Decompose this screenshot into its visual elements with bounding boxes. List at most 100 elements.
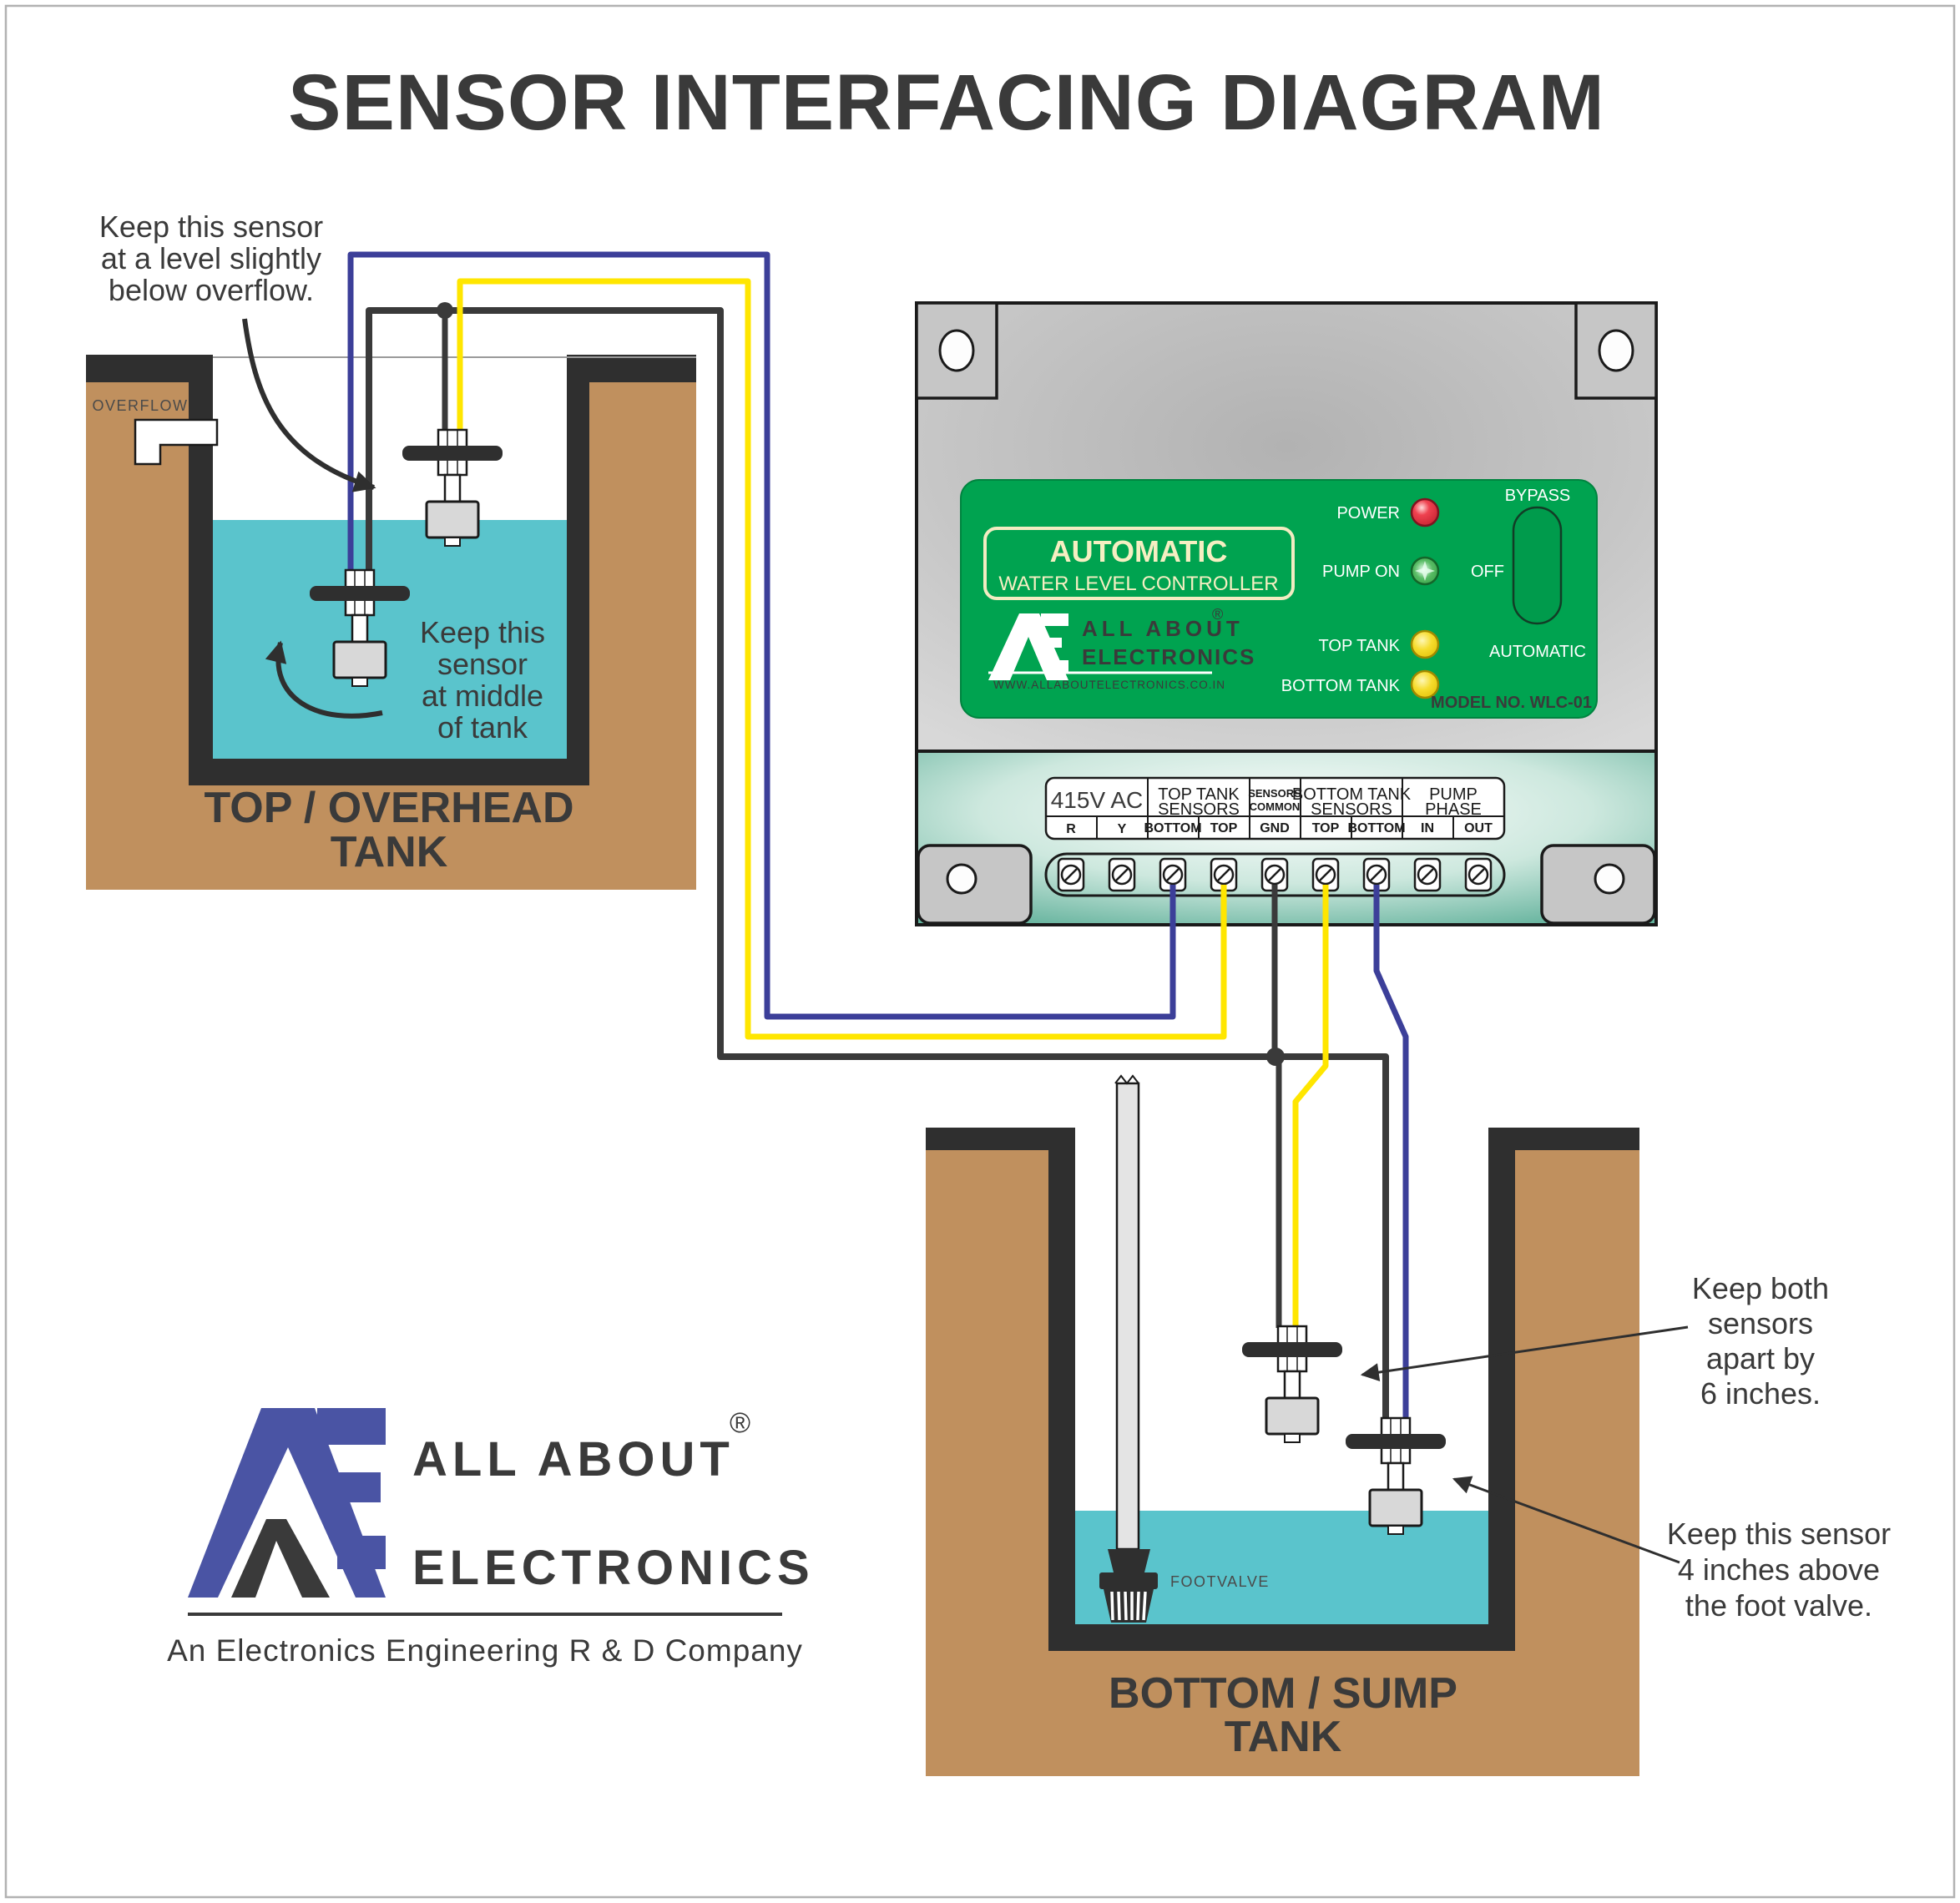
terminal-screw	[1464, 857, 1493, 892]
terminal-block	[1044, 852, 1506, 897]
logo-a	[188, 1408, 386, 1598]
arrow-apart-sensors	[1360, 1325, 1689, 1382]
sensor-stem	[1387, 1461, 1405, 1492]
brand-name-1: ALL ABOUT	[1082, 616, 1244, 641]
annotation-line: at a level slightly	[101, 241, 321, 275]
terminal-col-bt-top: TOP	[1312, 821, 1340, 835]
footer-brand-1: ALL ABOUT	[412, 1432, 735, 1487]
switch-off-label: OFF	[1471, 563, 1504, 581]
panel-logo-mark	[988, 613, 1068, 680]
switch-bottom-label: AUTOMATIC	[1489, 643, 1586, 661]
terminal-screws	[1057, 857, 1493, 892]
led-power: POWER	[1336, 497, 1440, 527]
top-tank-caption: TOP / OVERHEAD	[204, 784, 573, 832]
footvalve-collar	[1108, 1549, 1150, 1572]
strip-grid	[1046, 778, 1504, 839]
led-sparkle	[1415, 561, 1435, 581]
sensor-disc	[1346, 1434, 1446, 1449]
wall-bottom	[1048, 1624, 1515, 1651]
terminal-screw	[1260, 857, 1289, 892]
terminal-group-common: COMMON	[1250, 800, 1301, 813]
float-sensor-top-tank-upper	[402, 428, 503, 547]
mount-hole	[1598, 329, 1634, 372]
annotation-middle-sensor: Keep this sensor at middle of tank	[420, 615, 545, 745]
registered-mark: ®	[1212, 606, 1223, 623]
switch-slot	[1512, 506, 1563, 625]
logo-e-bar	[1041, 613, 1068, 626]
annotation-apart-sensors: Keep both sensors apart by 6 inches.	[1692, 1271, 1829, 1411]
switch-top-label: BYPASS	[1505, 487, 1571, 505]
annotation-line: apart by	[1706, 1341, 1815, 1376]
power-led	[1410, 497, 1440, 527]
terminal-screw	[1108, 857, 1136, 892]
bottom-tank-walls	[926, 1128, 1639, 1651]
terminal-group-pump: PHASE	[1425, 800, 1482, 819]
terminal-group-pump: PUMP	[1429, 785, 1478, 804]
footer-logo: ALL ABOUT ® ELECTRONICS An Electronics E…	[167, 1407, 810, 1668]
terminal-screw	[1362, 857, 1391, 892]
annotation-line: sensors	[1708, 1306, 1813, 1340]
annotation-overflow-sensor: Keep this sensor at a level slightly bel…	[99, 209, 323, 307]
product-title: AUTOMATIC	[1050, 534, 1228, 568]
terminal-group-top-tank: TOP TANK	[1158, 785, 1240, 804]
terminal-screw	[1311, 857, 1340, 892]
annotation-line: below overflow.	[109, 273, 314, 307]
terminal-screw	[1159, 857, 1187, 892]
wire-top-tank-top-sensor	[457, 278, 1227, 1040]
logo-inner-a	[231, 1519, 330, 1598]
footer-tagline: An Electronics Engineering R & D Company	[167, 1633, 803, 1668]
wall-cap-left	[926, 1128, 1075, 1150]
logo-mark	[188, 1408, 386, 1598]
footer-registered-mark: ®	[730, 1407, 750, 1439]
terminal-col-r: R	[1066, 822, 1076, 836]
overflow-label: OVERFLOW	[92, 397, 188, 414]
earth-bottom	[926, 1651, 1639, 1776]
sensor-disc	[1242, 1342, 1342, 1357]
arrow-to-middle-sensor	[265, 640, 383, 719]
product-name-border	[983, 527, 1295, 600]
sensor-tip	[1387, 1525, 1404, 1535]
bottom-tank-caption: BOTTOM / SUMP	[1109, 1669, 1457, 1718]
logo-e-bar	[337, 1472, 381, 1502]
annotation-footvalve-sensor: Keep this sensor 4 inches above the foot…	[1667, 1517, 1891, 1623]
earth-right	[589, 382, 696, 785]
terminal-label-strip: 415V AC TOP TANK SENSORS SENSORS COMMON …	[1044, 776, 1506, 840]
mount-hole	[946, 863, 977, 895]
sensor-stem	[1283, 1370, 1301, 1400]
overflow-pipe	[134, 418, 219, 466]
wire-junction-dot	[437, 302, 453, 319]
led-pump-on: PUMP ON	[1322, 556, 1440, 586]
suction-pipe	[1115, 1082, 1140, 1551]
sensor-stem	[351, 613, 369, 644]
terminal-col-tt-top: TOP	[1210, 821, 1238, 835]
terminal-screw	[1057, 857, 1085, 892]
annotation-line: the foot valve.	[1685, 1588, 1872, 1623]
water-level-controller: AUTOMATIC WATER LEVEL CONTROLLER POWER P…	[915, 301, 1658, 926]
annotation-line: of tank	[437, 710, 528, 745]
strip-outline	[1044, 776, 1506, 840]
sensor-tip	[351, 677, 368, 687]
sensor-float	[425, 500, 480, 539]
wire-gnd-common	[366, 307, 1389, 1418]
led-bottom-tank: BOTTOM TANK	[1281, 669, 1440, 699]
terminal-group-bottom-tank: SENSORS	[1311, 800, 1392, 819]
terminal-col-bt-bottom: BOTTOM	[1347, 821, 1405, 835]
product-subtitle: WATER LEVEL CONTROLLER	[998, 573, 1278, 595]
sensor-tip	[1284, 1433, 1301, 1443]
led-label: PUMP ON	[1322, 563, 1400, 581]
logo-e-bar	[337, 1536, 386, 1569]
annotation-line: sensor	[437, 647, 528, 681]
bottom-tank-earth	[926, 1150, 1639, 1776]
terminal-col-y: Y	[1118, 822, 1127, 836]
annotation-line: Keep this sensor	[1667, 1517, 1891, 1551]
led-label: POWER	[1336, 504, 1400, 522]
page-title: SENSOR INTERFACING DIAGRAM	[288, 58, 1605, 147]
product-name-box: AUTOMATIC WATER LEVEL CONTROLLER	[983, 527, 1295, 600]
earth-bottom	[86, 785, 696, 890]
arrow-footvalve-sensor	[1452, 1476, 1680, 1564]
mount-hole	[1594, 863, 1625, 895]
top-tank-earth	[86, 382, 696, 890]
terminal-col-out: OUT	[1464, 821, 1493, 835]
annotation-line: Keep this	[420, 615, 545, 649]
terminal-group-bottom-tank: BOTTOM TANK	[1292, 785, 1412, 804]
